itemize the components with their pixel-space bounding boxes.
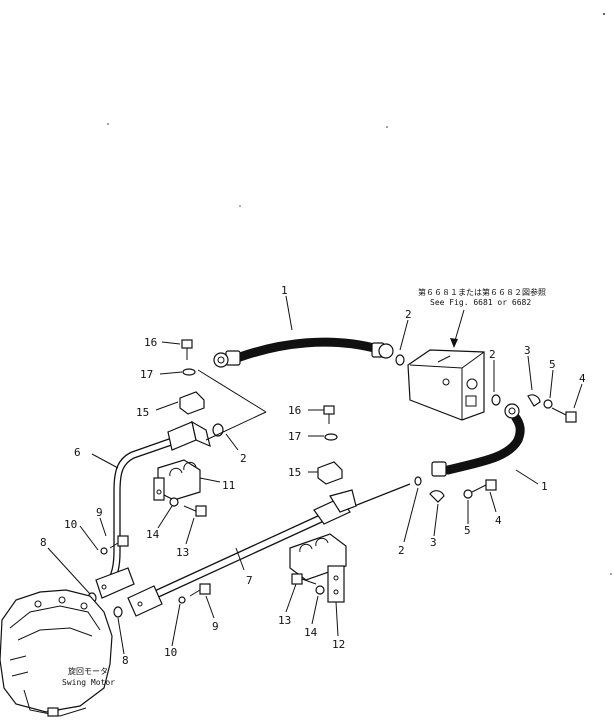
callout-10-a: 10 [64, 518, 77, 531]
reference-note-en: See Fig. 6681 or 6682 [430, 298, 531, 307]
reference-note: 第６６８１または第６６８２図参照 See Fig. 6681 or 6682 [418, 287, 546, 307]
bolts [100, 339, 577, 604]
hose-upper [213, 337, 394, 368]
tube-6 [95, 420, 211, 599]
callout-4-b: 4 [495, 514, 502, 527]
callout-8-b: 8 [122, 654, 129, 667]
callout-17-b: 17 [288, 430, 301, 443]
callout-2-b: 2 [489, 348, 496, 361]
callout-12: 12 [332, 638, 345, 651]
callout-4-a: 4 [579, 372, 586, 385]
leader-lines [47, 295, 583, 655]
callout-14-a: 14 [146, 528, 160, 541]
callout-13-b: 13 [278, 614, 291, 627]
callout-3-b: 3 [430, 536, 437, 549]
motor-label: 旋回モータ Swing Motor [62, 666, 115, 687]
callout-14-b: 14 [304, 626, 318, 639]
callout-2-d: 2 [398, 544, 405, 557]
callout-16-a: 16 [144, 336, 157, 349]
control-valve-block [407, 349, 485, 421]
clamp-set-left [153, 391, 205, 501]
callout-13-a: 13 [176, 546, 189, 559]
callout-1-right: 1 [541, 480, 548, 493]
callout-5-b: 5 [464, 524, 471, 537]
callout-16-b: 16 [288, 404, 301, 417]
callout-2-c: 2 [240, 452, 247, 465]
callout-11: 11 [222, 479, 235, 492]
callout-17-a: 17 [140, 368, 153, 381]
hose-right [431, 403, 525, 477]
clamp-set-right [289, 461, 347, 603]
callout-2-a: 2 [405, 308, 412, 321]
callout-1-top: 1 [281, 284, 288, 297]
callout-15-a: 15 [136, 406, 149, 419]
callout-10-b: 10 [164, 646, 177, 659]
callout-6: 6 [74, 446, 81, 459]
motor-label-jp: 旋回モータ [68, 666, 108, 676]
callout-numbers: 1 1 2 2 2 2 3 3 4 4 5 5 6 7 8 8 9 9 10 1… [40, 284, 586, 667]
callout-8-a: 8 [40, 536, 47, 549]
callout-5-a: 5 [549, 358, 556, 371]
motor-label-en: Swing Motor [62, 678, 115, 687]
callout-7: 7 [246, 574, 253, 587]
tube-7 [127, 483, 411, 617]
scan-specks [107, 13, 612, 575]
swing-motor [0, 589, 113, 717]
callout-15-b: 15 [288, 466, 301, 479]
callout-9-a: 9 [96, 506, 103, 519]
callout-9-b: 9 [212, 620, 219, 633]
reference-note-jp: 第６６８１または第６６８２図参照 [418, 287, 546, 297]
callout-3-a: 3 [524, 344, 531, 357]
